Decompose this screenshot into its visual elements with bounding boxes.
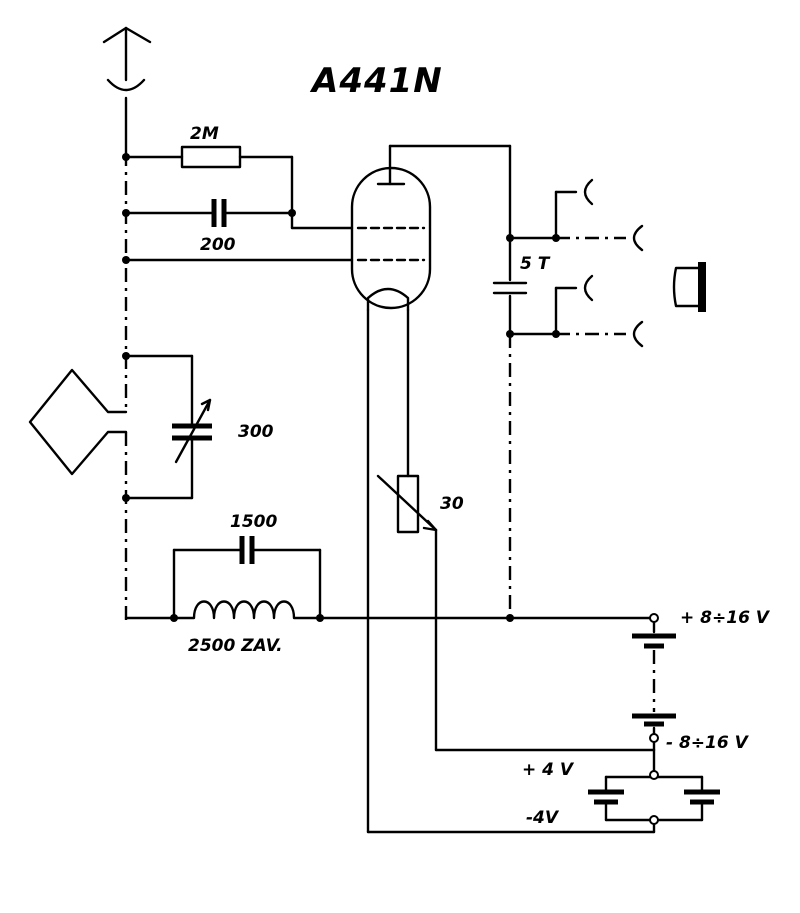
reaction-coil (124, 600, 656, 620)
filament-negative-label: -4V (526, 808, 559, 828)
anode-negative-label: - 8÷16 V (666, 733, 748, 753)
plate-lead-wire (388, 144, 512, 240)
grid-leak-resistor (124, 145, 294, 215)
bypass-capacitor (172, 536, 322, 620)
vacuum-tube (350, 144, 432, 312)
phones-capacitor (492, 236, 528, 336)
coil-label: 2500 ZAV. (188, 636, 283, 656)
anode-positive-label: + 8÷16 V (680, 608, 769, 628)
grid-capacitor-label: 200 (200, 235, 236, 255)
rheostat-label: 30 (440, 494, 464, 514)
bypass-capacitor-label: 1500 (230, 512, 278, 532)
grid-capacitor (124, 199, 354, 230)
headphone-icon (672, 262, 706, 312)
filament-rheostat (376, 474, 656, 752)
battery-terminals (649, 613, 659, 825)
junction-dots (122, 153, 560, 622)
anode-battery (632, 618, 676, 752)
phones-capacitor-label: 5 T (520, 254, 550, 274)
phones-jacks (508, 178, 644, 348)
tuning-capacitor (124, 354, 212, 500)
antenna-symbol (102, 26, 152, 154)
tube-title: A441N (312, 61, 443, 101)
filament-positive-label: + 4 V (522, 760, 574, 780)
filament-battery (366, 748, 720, 834)
loop-antenna (28, 368, 128, 476)
tuning-capacitor-label: 300 (238, 422, 274, 442)
grid-leak-label: 2M (190, 124, 219, 144)
